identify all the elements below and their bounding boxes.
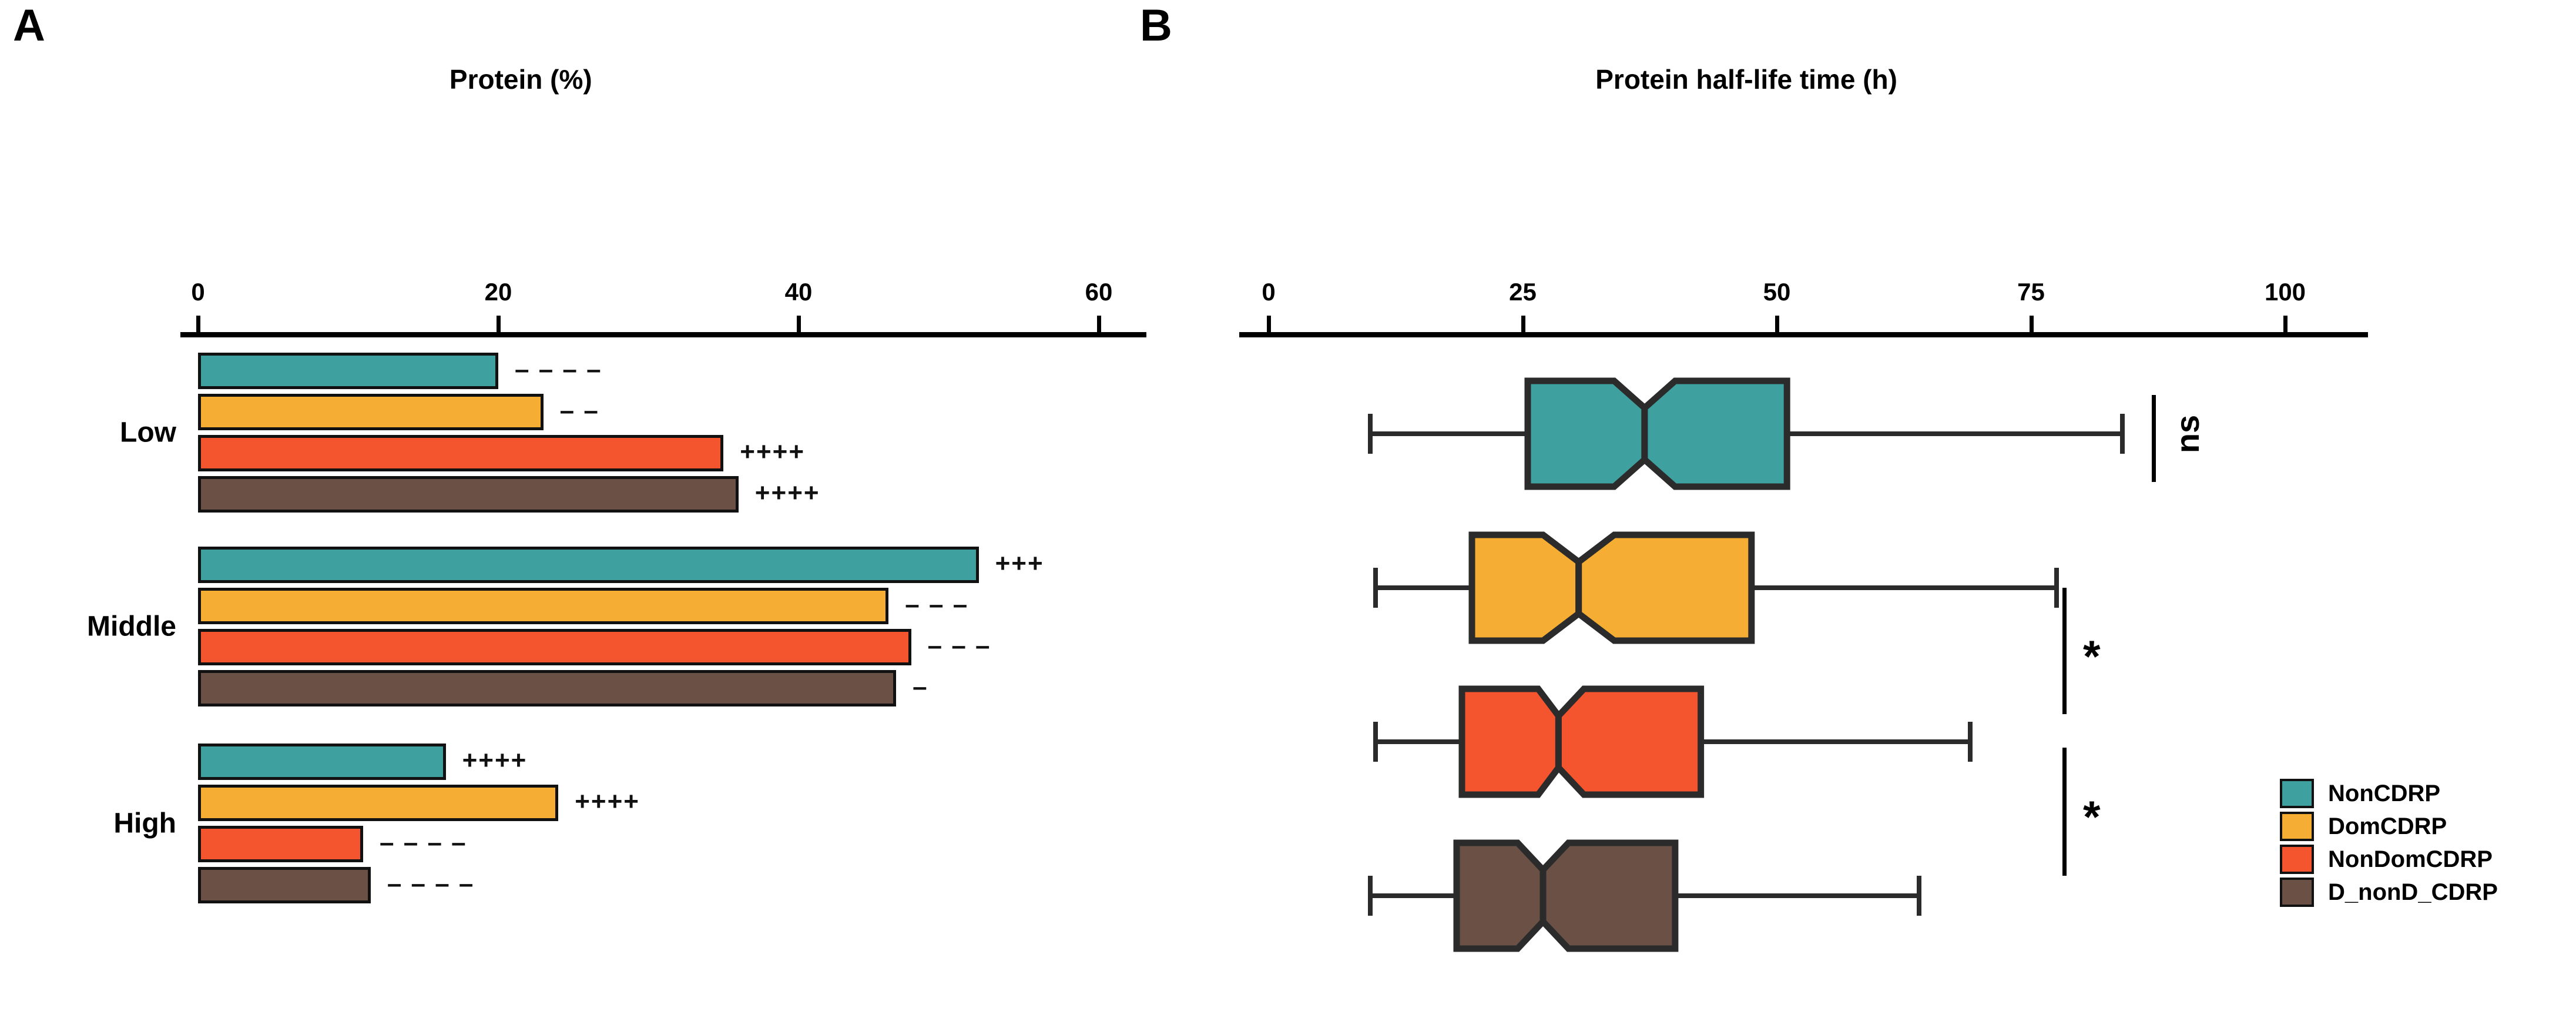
bar-high-NonCDRP xyxy=(198,744,446,780)
bar-annotation-middle-NonCDRP: +++ xyxy=(995,549,1044,578)
boxplot-half-lower-NonDomCDRP xyxy=(1458,685,1562,798)
panel-b-tick xyxy=(2029,316,2034,332)
legend-label-DomCDRP: DomCDRP xyxy=(2328,813,2447,839)
boxplot-half-lower-DomCDRP xyxy=(1468,531,1582,644)
boxplot-half-upper-D_nonD_CDRP xyxy=(1539,839,1679,952)
legend-label-NonDomCDRP: NonDomCDRP xyxy=(2328,846,2493,872)
bar-high-DomCDRP xyxy=(198,785,559,821)
legend-item-D_nonD_CDRP: D_nonD_CDRP xyxy=(2280,876,2498,909)
group-label-high: High xyxy=(113,808,176,839)
group-label-middle: Middle xyxy=(87,611,176,642)
legend-item-DomCDRP: DomCDRP xyxy=(2280,810,2498,843)
boxplot-half-upper-NonDomCDRP xyxy=(1555,685,1704,798)
panel-b-axis-line xyxy=(1239,332,2369,337)
significance-label-1: * xyxy=(2083,632,2101,682)
panel-b-tick xyxy=(2283,316,2287,332)
bar-annotation-low-DomCDRP: – – xyxy=(559,396,599,425)
panel-a-tick xyxy=(196,316,200,332)
panel-a-tick-label: 60 xyxy=(1085,278,1113,306)
bar-high-D_nonD_CDRP xyxy=(198,867,371,903)
panel-b-tick xyxy=(1775,316,1779,332)
panel-b-tick xyxy=(1267,316,1271,332)
bar-annotation-low-D_nonD_CDRP: ++++ xyxy=(754,478,820,507)
panel-b-tick-label: 50 xyxy=(1763,278,1791,306)
panel-a-axis-title: Protein (%) xyxy=(449,64,592,95)
legend-item-NonCDRP: NonCDRP xyxy=(2280,777,2498,810)
boxplot-box-D_nonD_CDRP xyxy=(1453,839,1679,952)
boxplot-box-NonDomCDRP xyxy=(1458,685,1704,798)
group-label-low: Low xyxy=(120,417,176,448)
bar-low-NonCDRP xyxy=(198,353,498,389)
legend-swatch-NonDomCDRP xyxy=(2280,845,2314,874)
significance-label-2: * xyxy=(2083,792,2101,842)
panel-b-axis-title: Protein half-life time (h) xyxy=(1595,64,1897,95)
bar-middle-NonCDRP xyxy=(198,547,979,583)
panel-b-tick-label: 75 xyxy=(2017,278,2045,306)
legend-item-NonDomCDRP: NonDomCDRP xyxy=(2280,843,2498,876)
bar-annotation-high-DomCDRP: ++++ xyxy=(575,787,640,816)
panel-b-tick-label: 100 xyxy=(2264,278,2306,306)
boxplot-whisker-cap-low-NonDomCDRP xyxy=(1373,722,1378,762)
legend-swatch-D_nonD_CDRP xyxy=(2280,878,2314,907)
panel-b-tick-label: 0 xyxy=(1262,278,1276,306)
significance-label-0: ns xyxy=(2169,414,2206,454)
panel-a-tick xyxy=(797,316,801,332)
boxplot-whisker-cap-low-DomCDRP xyxy=(1373,568,1378,608)
boxplot-whisker-cap-high-NonDomCDRP xyxy=(1967,722,1973,762)
boxplot-half-lower-D_nonD_CDRP xyxy=(1453,839,1547,952)
bar-annotation-high-NonDomCDRP: – – – – xyxy=(380,828,467,857)
bar-annotation-middle-NonDomCDRP: – – – xyxy=(927,631,991,660)
bar-annotation-middle-D_nonD_CDRP: – xyxy=(913,672,928,701)
bar-middle-DomCDRP xyxy=(198,588,889,624)
panel-a-tick-label: 0 xyxy=(191,278,205,306)
panel-b-tick-label: 25 xyxy=(1509,278,1537,306)
legend-swatch-DomCDRP xyxy=(2280,812,2314,841)
boxplot-half-upper-DomCDRP xyxy=(1575,531,1755,644)
boxplot-whisker-cap-high-NonCDRP xyxy=(2120,414,2125,454)
significance-bracket-1 xyxy=(2062,588,2067,714)
significance-bracket-0 xyxy=(2152,395,2156,482)
bar-annotation-high-NonCDRP: ++++ xyxy=(462,746,528,775)
significance-bracket-2 xyxy=(2062,748,2067,876)
panel-a-tick-label: 40 xyxy=(784,278,813,306)
bar-annotation-high-D_nonD_CDRP: – – – – xyxy=(387,869,475,898)
legend-swatch-NonCDRP xyxy=(2280,779,2314,808)
legend-label-NonCDRP: NonCDRP xyxy=(2328,780,2441,806)
panel-a-tick-label: 20 xyxy=(484,278,512,306)
bar-annotation-middle-DomCDRP: – – – xyxy=(905,590,969,619)
bar-low-NonDomCDRP xyxy=(198,435,724,471)
bar-middle-NonDomCDRP xyxy=(198,629,911,665)
panel-letter-b: B xyxy=(1140,1,1172,51)
panel-b-tick xyxy=(1521,316,1525,332)
bar-high-NonDomCDRP xyxy=(198,826,364,862)
boxplot-half-lower-NonCDRP xyxy=(1524,377,1648,490)
boxplot-whisker-cap-high-DomCDRP xyxy=(2054,568,2059,608)
bar-low-D_nonD_CDRP xyxy=(198,476,739,513)
boxplot-whisker-cap-low-D_nonD_CDRP xyxy=(1368,876,1373,916)
legend: NonCDRP DomCDRP NonDomCDRP D_nonD_CDRP xyxy=(2280,777,2498,909)
boxplot-box-NonCDRP xyxy=(1524,377,1790,490)
panel-a-axis-line xyxy=(180,332,1147,337)
legend-label-D_nonD_CDRP: D_nonD_CDRP xyxy=(2328,879,2498,905)
bar-low-DomCDRP xyxy=(198,394,544,430)
bar-annotation-low-NonCDRP: – – – – xyxy=(515,355,602,384)
boxplot-whisker-cap-low-NonCDRP xyxy=(1368,414,1373,454)
boxplot-whisker-cap-high-D_nonD_CDRP xyxy=(1917,876,1922,916)
bar-middle-D_nonD_CDRP xyxy=(198,670,897,706)
panel-letter-a: A xyxy=(13,1,45,51)
panel-a-tick xyxy=(1097,316,1101,332)
panel-a-tick xyxy=(497,316,501,332)
bar-annotation-low-NonDomCDRP: ++++ xyxy=(740,437,806,466)
boxplot-half-upper-NonCDRP xyxy=(1641,377,1790,490)
boxplot-box-DomCDRP xyxy=(1468,531,1755,644)
